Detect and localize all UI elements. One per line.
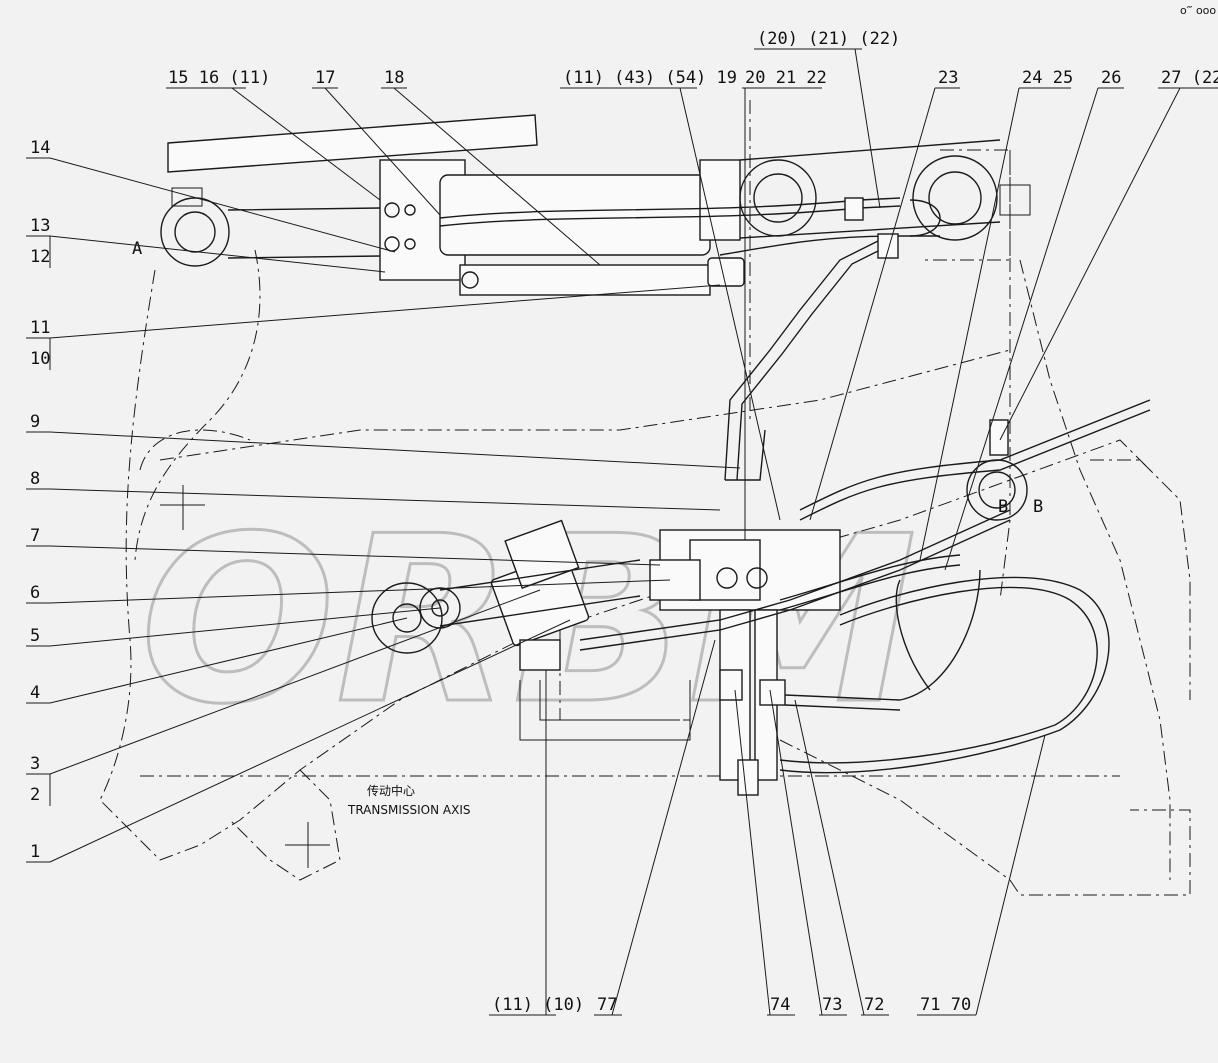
label-5: 5 (30, 626, 40, 646)
bottom-labels: (11) (10) 77 74 73 72 71 70 (489, 639, 1046, 1016)
upper-hoses (439, 197, 941, 481)
label-71-70: 71 70 (920, 995, 971, 1015)
label-18: 18 (384, 68, 404, 88)
left-labels: 14 13 12 11 10 9 8 7 6 5 4 3 2 (26, 138, 741, 863)
label-3: 3 (30, 754, 40, 774)
label-12: 12 (30, 247, 50, 267)
label-11: 11 (30, 318, 50, 338)
label-77: 77 (597, 995, 617, 1015)
label-8: 8 (30, 469, 40, 489)
section-mark-b-right: B (1033, 497, 1043, 517)
axis-label-en: TRANSMISSION AXIS (347, 803, 470, 817)
section-mark-b-left: B (998, 497, 1008, 517)
label-4: 4 (30, 683, 40, 703)
label-10: 10 (30, 349, 50, 369)
label-24-25: 24 25 (1022, 68, 1073, 88)
label-20-21-22-paren: (20) (21) (22) (757, 29, 900, 49)
label-73: 73 (822, 995, 842, 1015)
label-15-16-11: 15 16 (11) (168, 68, 270, 88)
label-13: 13 (30, 216, 50, 236)
lower-valve-assembly (371, 519, 981, 796)
corner-mark: o‴ ooo (1180, 4, 1216, 17)
label-23: 23 (938, 68, 958, 88)
label-9: 9 (30, 412, 40, 432)
upper-cylinder (160, 114, 1031, 296)
label-1: 1 (30, 842, 40, 862)
top-labels: 15 16 (11) 17 18 (11) (43) (54) 19 (20) … (166, 29, 1218, 571)
label-20-21-22: 20 21 22 (745, 68, 827, 88)
label-2: 2 (30, 785, 40, 805)
label-6: 6 (30, 583, 40, 603)
label-11-43-54-19: (11) (43) (54) 19 (563, 68, 737, 88)
label-72: 72 (864, 995, 884, 1015)
label-74: 74 (770, 995, 790, 1015)
label-17: 17 (315, 68, 335, 88)
label-7: 7 (30, 526, 40, 546)
center-crosses (160, 485, 330, 868)
label-11-10-bottom: (11) (10) (492, 995, 584, 1015)
axis-label-cn: 传动中心 (367, 783, 415, 798)
label-27-22: 27 (22) (1161, 68, 1218, 88)
label-14: 14 (30, 138, 50, 158)
label-26: 26 (1101, 68, 1121, 88)
lower-hoses (519, 399, 1151, 774)
section-mark-a: A (132, 239, 142, 259)
transmission-axis: 传动中心 TRANSMISSION AXIS (140, 775, 1120, 817)
